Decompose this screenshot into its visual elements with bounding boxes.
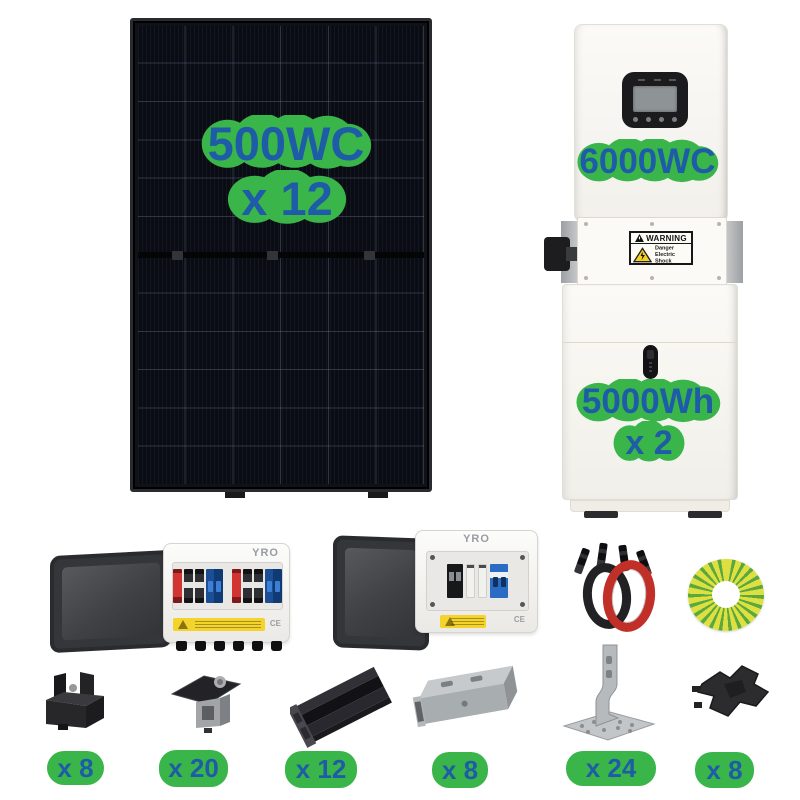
- warning-label: WARNING Danger Electric Shock: [629, 231, 693, 265]
- cable-gland: [214, 641, 225, 651]
- end-clamp-quantity-badge: x 8: [47, 751, 104, 785]
- quantity-label: x 8: [441, 754, 479, 785]
- rail-splice: [412, 665, 518, 728]
- roof-hook: [562, 644, 656, 741]
- display-buttons: [633, 117, 677, 122]
- quantity-label: x 8: [57, 752, 94, 783]
- right-flange: [725, 221, 743, 283]
- ce-mark: CE: [269, 619, 281, 628]
- inverter-display: [622, 72, 688, 128]
- brand-logo: YRO: [463, 533, 490, 545]
- cable-gland: [176, 641, 187, 651]
- panel-power-badge: 500WC: [200, 115, 372, 171]
- panel-center-divider: [138, 252, 424, 258]
- quantity-label: x 12: [295, 754, 347, 784]
- battery-foot: [688, 511, 722, 518]
- cable-gland: [195, 641, 206, 651]
- panel-foot: [368, 492, 388, 498]
- mounting-rail: [290, 666, 392, 748]
- panel-clip: [363, 251, 375, 260]
- battery-capacity-label: 5000Wh: [581, 382, 715, 421]
- lid-glass: [62, 562, 160, 641]
- brand-logo: YRO: [252, 547, 279, 559]
- roof-hook-quantity-badge: x 24: [566, 751, 656, 786]
- cable-clip: [692, 665, 770, 717]
- lid-glass: [345, 547, 417, 639]
- panel-power-label: 500WC: [207, 116, 365, 170]
- conduit-panel: [577, 217, 727, 285]
- battery-indicator: [643, 345, 658, 379]
- ce-mark: CE: [513, 615, 525, 624]
- display-screen: [633, 86, 677, 112]
- solar-cells-grid: [138, 26, 424, 484]
- panel-quantity-label: x 12: [241, 172, 333, 225]
- panel-clip: [172, 251, 184, 260]
- mc4-connector: [573, 547, 591, 575]
- display-indicators: [638, 79, 676, 81]
- warning-triangle-icon: [635, 234, 645, 242]
- panel-clip: [266, 251, 278, 260]
- mid-clamp-quantity-badge: x 20: [159, 750, 228, 787]
- battery-foot: [584, 511, 618, 518]
- cloud-shape: [577, 139, 719, 183]
- dc-breaker-panel: [172, 562, 283, 610]
- battery-seam: [563, 342, 737, 343]
- cloud-shape: [227, 170, 347, 224]
- battery-quantity-badge: x 2: [613, 421, 685, 464]
- cable-gland: [233, 641, 244, 651]
- rail-quantity-badge: x 12: [285, 751, 357, 788]
- inverter-power-badge: 6000WC: [576, 139, 719, 184]
- cable-gland: [271, 641, 282, 651]
- inverter-power-label: 6000WC: [579, 142, 716, 181]
- rail-splice-quantity-badge: x 8: [432, 752, 488, 788]
- quantity-label: x 20: [168, 753, 219, 783]
- ac-combiner-box: YRO CE: [415, 530, 538, 633]
- warning-body: Danger Electric Shock: [631, 244, 691, 267]
- cable-clip-quantity-badge: x 8: [695, 752, 754, 788]
- side-connector: [544, 237, 570, 271]
- dc-combiner-lid: [50, 549, 172, 654]
- panel-foot: [225, 492, 245, 498]
- side-connector-arm: [566, 247, 580, 261]
- electric-hazard-icon: [633, 247, 652, 263]
- cloud-shape: [613, 421, 685, 462]
- cloud-shape: [576, 379, 721, 423]
- caution-sticker: [440, 615, 486, 628]
- battery-quantity-label: x 2: [625, 423, 673, 462]
- ac-breaker-panel: [426, 551, 529, 611]
- cloud-shape: [201, 115, 372, 169]
- mid-clamp: [170, 675, 242, 733]
- quantity-label: x 8: [706, 754, 743, 785]
- battery-base: [570, 500, 730, 512]
- end-clamp: [46, 672, 104, 730]
- warning-title: WARNING: [646, 233, 687, 243]
- solar-panel: [130, 18, 432, 492]
- panel-quantity-badge: x 12: [227, 170, 347, 227]
- warning-header: WARNING: [631, 233, 691, 244]
- dc-combiner-box: YRO CE: [163, 543, 290, 643]
- battery-capacity-badge: 5000Wh: [575, 379, 721, 424]
- warning-text: Danger Electric Shock: [655, 245, 675, 265]
- caution-sticker: [173, 618, 265, 631]
- quantity-label: x 24: [585, 753, 637, 783]
- ground-wire-coil: [688, 559, 764, 631]
- cable-gland: [252, 641, 263, 651]
